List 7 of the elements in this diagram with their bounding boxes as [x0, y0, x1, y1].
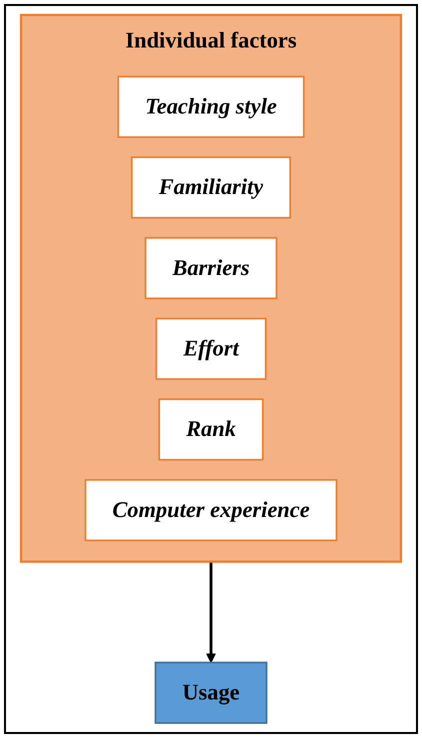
arrow [206, 562, 216, 663]
node-box: Usage [154, 662, 268, 724]
node-box: Computer experience [84, 479, 338, 542]
node-box: Teaching style [117, 76, 305, 138]
node-box: Barriers [144, 237, 278, 300]
node-box: Rank [158, 398, 264, 461]
node-box: Familiarity [130, 156, 292, 219]
